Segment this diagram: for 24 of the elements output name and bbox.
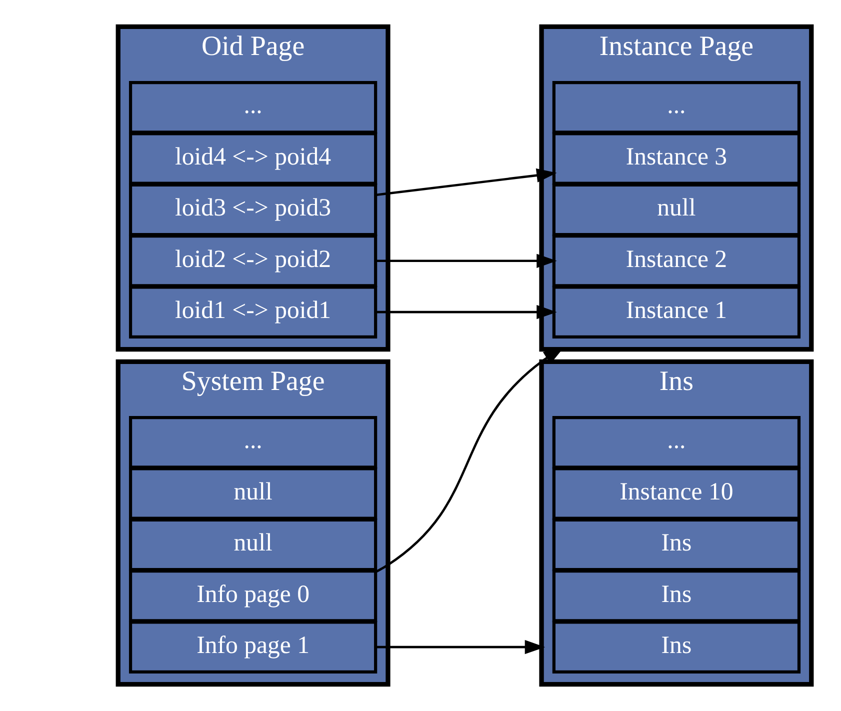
node-box: ... [128, 81, 377, 134]
node-box: Ins [552, 620, 800, 674]
node-box: ... [552, 81, 800, 134]
arrow [375, 640, 545, 654]
node-box: loid1 <-> poid1 [128, 286, 377, 338]
node-box: loid2 <-> poid2 [128, 234, 377, 288]
node-box: Ins [552, 518, 800, 572]
node-box: Info page 0 [128, 570, 377, 622]
node-box: Instance 2 [552, 234, 800, 288]
node-box: Instance 3 [552, 132, 800, 185]
arrow [375, 305, 556, 320]
arrow [375, 254, 556, 268]
node-box: ... [552, 416, 800, 469]
node-box: loid3 <-> poid3 [128, 183, 377, 236]
node-box: null [128, 518, 377, 572]
node-box: null [552, 183, 800, 236]
node-box: Instance 1 [552, 286, 800, 338]
node-box: Instance 10 [552, 467, 800, 520]
node-box: Info page 1 [128, 620, 377, 674]
node-box: loid4 <-> poid4 [128, 132, 377, 185]
node-box: null [128, 467, 377, 520]
node-box: Ins [552, 570, 800, 622]
node-box: ... [128, 416, 377, 469]
arrow [374, 168, 556, 196]
